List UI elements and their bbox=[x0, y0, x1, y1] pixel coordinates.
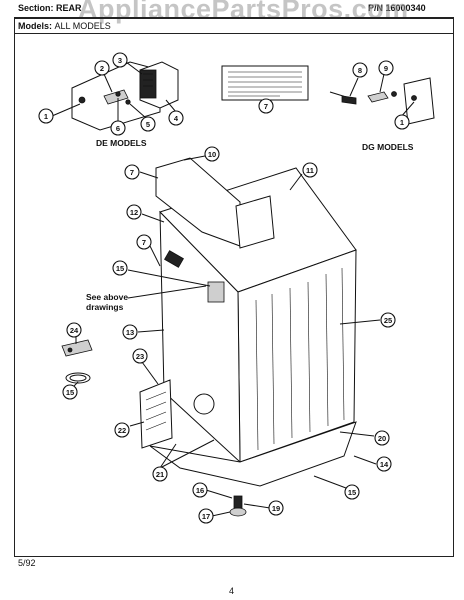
callout-24: 13 bbox=[126, 328, 134, 337]
callouts-main: 10 7 11 12 7 15 25 13 24 23 15 22 21 20 … bbox=[62, 146, 396, 524]
de-models-label: DE MODELS bbox=[96, 138, 147, 148]
callout-11: 10 bbox=[208, 150, 216, 159]
callout-22: 15 bbox=[66, 388, 74, 397]
callout-7: 12 bbox=[130, 208, 138, 217]
callout-10: 7 bbox=[130, 168, 134, 177]
callout-1: 1 bbox=[44, 112, 48, 121]
callouts-de: 1 2 3 4 5 6 bbox=[38, 52, 184, 136]
callout-3: 3 bbox=[118, 56, 122, 65]
callout-14: 20 bbox=[378, 434, 386, 443]
callout-19: 16 bbox=[196, 486, 204, 495]
section-value: REAR bbox=[56, 3, 82, 13]
de-bracket-assembly bbox=[71, 61, 179, 131]
callout-12: 11 bbox=[306, 166, 314, 175]
footer-rule bbox=[14, 556, 454, 557]
models-label: Models: ALL MODELS bbox=[18, 21, 111, 31]
callout-1-dg: 1 bbox=[400, 118, 404, 127]
see-above-line1: See above bbox=[86, 292, 128, 302]
callout-2: 2 bbox=[100, 64, 104, 73]
page-number: 4 bbox=[229, 586, 235, 596]
callout-7-label: 7 bbox=[264, 102, 268, 111]
see-above-line2: drawings bbox=[86, 302, 124, 312]
part-number: P/N 16000340 bbox=[368, 3, 426, 13]
callout-23: 24 bbox=[70, 326, 79, 335]
callout-20: 21 bbox=[156, 470, 164, 479]
dg-models-label: DG MODELS bbox=[362, 142, 414, 152]
dg-assembly: 8 9 1 bbox=[329, 60, 435, 130]
footer-date: 5/92 bbox=[18, 558, 36, 568]
callout-17: 19 bbox=[272, 504, 280, 513]
part-number-value: 16000340 bbox=[385, 3, 426, 13]
callout-8: 8 bbox=[358, 66, 362, 75]
header-top-rule bbox=[14, 17, 454, 19]
models-value: ALL MODELS bbox=[54, 21, 111, 31]
callout-15-b: 23 bbox=[136, 352, 144, 361]
warning-label: 7 bbox=[221, 65, 309, 114]
header-bottom-rule bbox=[14, 33, 454, 34]
watermark: AppliancePartsPros.com bbox=[78, 0, 409, 24]
callout-4: 4 bbox=[174, 114, 179, 123]
section-label: Section: REAR bbox=[18, 3, 82, 13]
callout-15-c: 14 bbox=[380, 460, 389, 469]
dryer-cabinet bbox=[139, 157, 357, 517]
frame-right bbox=[453, 17, 454, 557]
callout-9: 9 bbox=[384, 64, 388, 73]
callout-18: 17 bbox=[202, 512, 210, 521]
callout-13: 25 bbox=[384, 316, 392, 325]
callout-5: 5 bbox=[146, 120, 150, 129]
frame-left bbox=[14, 17, 15, 557]
callout-15-a: 7 bbox=[142, 238, 146, 247]
callout-21: 22 bbox=[118, 426, 126, 435]
loose-parts bbox=[61, 339, 93, 384]
callout-6: 6 bbox=[116, 124, 120, 133]
callout-25: 15 bbox=[116, 264, 124, 273]
callout-16: 15 bbox=[348, 488, 356, 497]
